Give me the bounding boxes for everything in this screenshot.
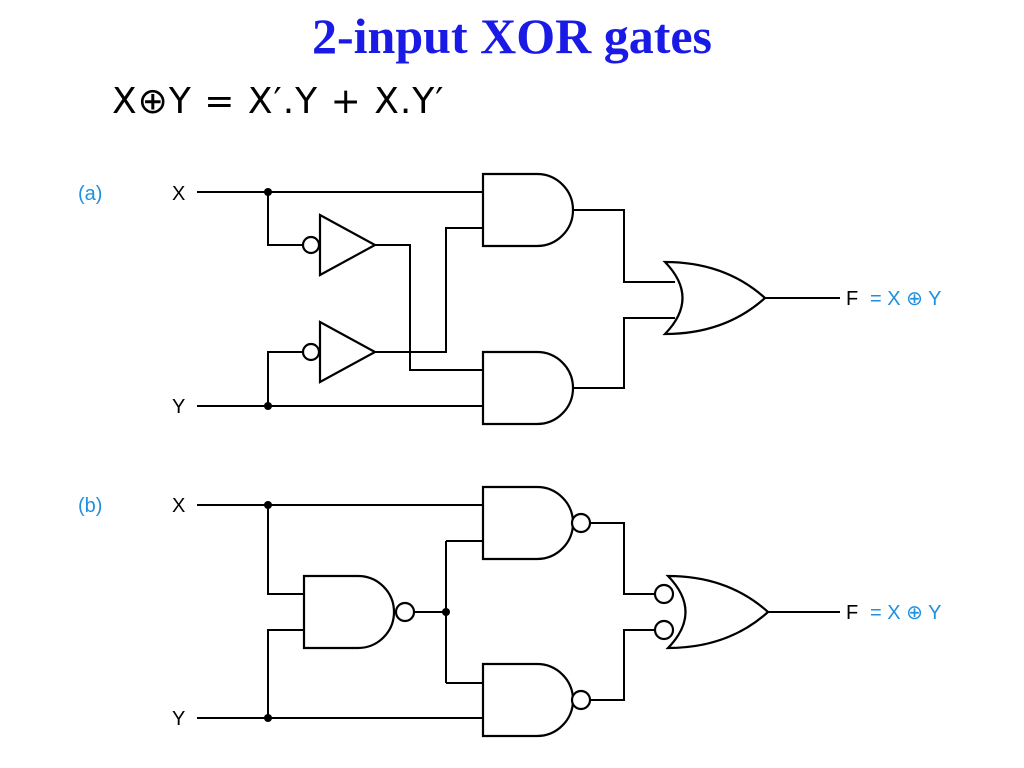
nand-gate-middle — [302, 574, 416, 650]
not-gate-y — [301, 320, 378, 384]
diagram-a-input-x: X — [172, 183, 185, 205]
or-gate-inverted-inputs — [653, 574, 770, 650]
and-gate-bottom — [481, 350, 575, 426]
diagram-b-output: F — [846, 602, 858, 624]
diagram-a-output: F — [846, 288, 858, 310]
nand-gate-bottom — [481, 662, 592, 738]
diagram-b-wires — [197, 504, 840, 719]
diagram-a-output-expr: = X ⊕ Y — [870, 288, 941, 310]
or-gate — [662, 260, 767, 336]
and-gate-top — [481, 172, 575, 248]
page-title: 2-input XOR gates — [311, 8, 713, 64]
diagram-b-label: (b) — [78, 495, 102, 517]
diagram-a-wires — [197, 191, 840, 407]
diagram-b-input-y: Y — [172, 708, 185, 730]
xor-formula: X⊕Y = X′.Y + X.Y′ — [112, 81, 445, 122]
diagram-a: (a) X Y F = X — [78, 172, 941, 426]
junction-dot — [264, 402, 272, 410]
diagram-b-input-x: X — [172, 495, 185, 517]
junction-dot — [264, 501, 272, 509]
diagram-a-input-y: Y — [172, 396, 185, 418]
junction-dot — [442, 608, 450, 616]
diagram-b-output-expr: = X ⊕ Y — [870, 602, 941, 624]
junction-dot — [264, 188, 272, 196]
diagram-b: (b) X Y — [78, 485, 941, 738]
junction-dot — [264, 714, 272, 722]
diagram-a-label: (a) — [78, 183, 102, 205]
not-gate-x — [301, 213, 378, 277]
nand-gate-top — [481, 485, 592, 561]
